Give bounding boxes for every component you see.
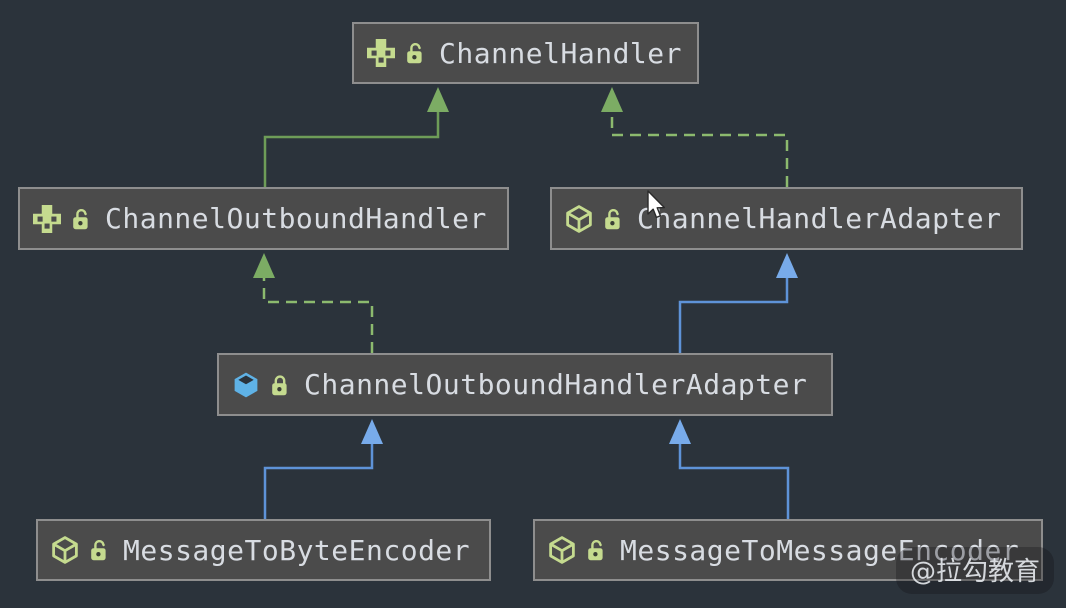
node-label: MessageToMessageEncoder bbox=[620, 533, 1020, 567]
uml-node-messagetobyteencoder[interactable]: MessageToByteEncoder bbox=[36, 519, 491, 581]
lock-open-icon bbox=[605, 208, 620, 229]
arrowhead-icon bbox=[361, 419, 383, 444]
uml-node-channeloutboundhandleradapter[interactable]: ChannelOutboundHandlerAdapter bbox=[217, 353, 833, 416]
edge-messageencoder-extends-outboundadapter bbox=[678, 444, 790, 519]
arrowhead-icon bbox=[669, 419, 691, 444]
node-label: ChannelHandler bbox=[439, 36, 683, 70]
watermark: @拉勾教育 bbox=[895, 547, 1054, 594]
lock-open-icon bbox=[73, 208, 88, 229]
uml-node-messagetomessageencoder[interactable]: MessageToMessageEncoder bbox=[533, 519, 1043, 581]
node-label: ChannelHandlerAdapter bbox=[637, 202, 1002, 235]
arrowhead-icon bbox=[601, 87, 623, 112]
uml-node-channelhandler[interactable]: ChannelHandler bbox=[352, 22, 699, 84]
node-label: MessageToByteEncoder bbox=[123, 533, 471, 567]
node-label: ChannelOutboundHandlerAdapter bbox=[304, 368, 808, 401]
lock-open-icon bbox=[91, 539, 106, 561]
class-cube-filled-icon bbox=[234, 372, 258, 397]
arrowhead-icon bbox=[253, 253, 275, 278]
arrowhead-icon bbox=[776, 253, 798, 278]
lock-closed-icon bbox=[272, 374, 287, 395]
edge-outboundhandler-extends-handler bbox=[263, 112, 440, 187]
node-label: ChannelOutboundHandler bbox=[105, 202, 487, 235]
edge-outboundadapter-extends-handleradapter bbox=[678, 278, 789, 353]
lock-open-icon bbox=[407, 42, 422, 64]
class-cube-icon bbox=[52, 536, 78, 564]
interface-icon bbox=[367, 39, 395, 67]
uml-node-channeloutboundhandler[interactable]: ChannelOutboundHandler bbox=[18, 187, 509, 250]
arrowhead-icon bbox=[427, 87, 449, 112]
lock-open-icon bbox=[588, 539, 603, 561]
edge-handleradapter-implements-handler bbox=[610, 112, 789, 187]
mouse-cursor-icon bbox=[647, 190, 666, 219]
class-cube-icon bbox=[566, 204, 592, 233]
edge-bytencoder-extends-outboundadapter bbox=[263, 444, 374, 519]
edge-outboundadapter-implements-outboundhandler bbox=[262, 278, 374, 353]
interface-icon bbox=[33, 204, 61, 233]
uml-node-channelhandleradapter[interactable]: ChannelHandlerAdapter bbox=[550, 187, 1023, 250]
class-cube-icon bbox=[549, 536, 575, 564]
